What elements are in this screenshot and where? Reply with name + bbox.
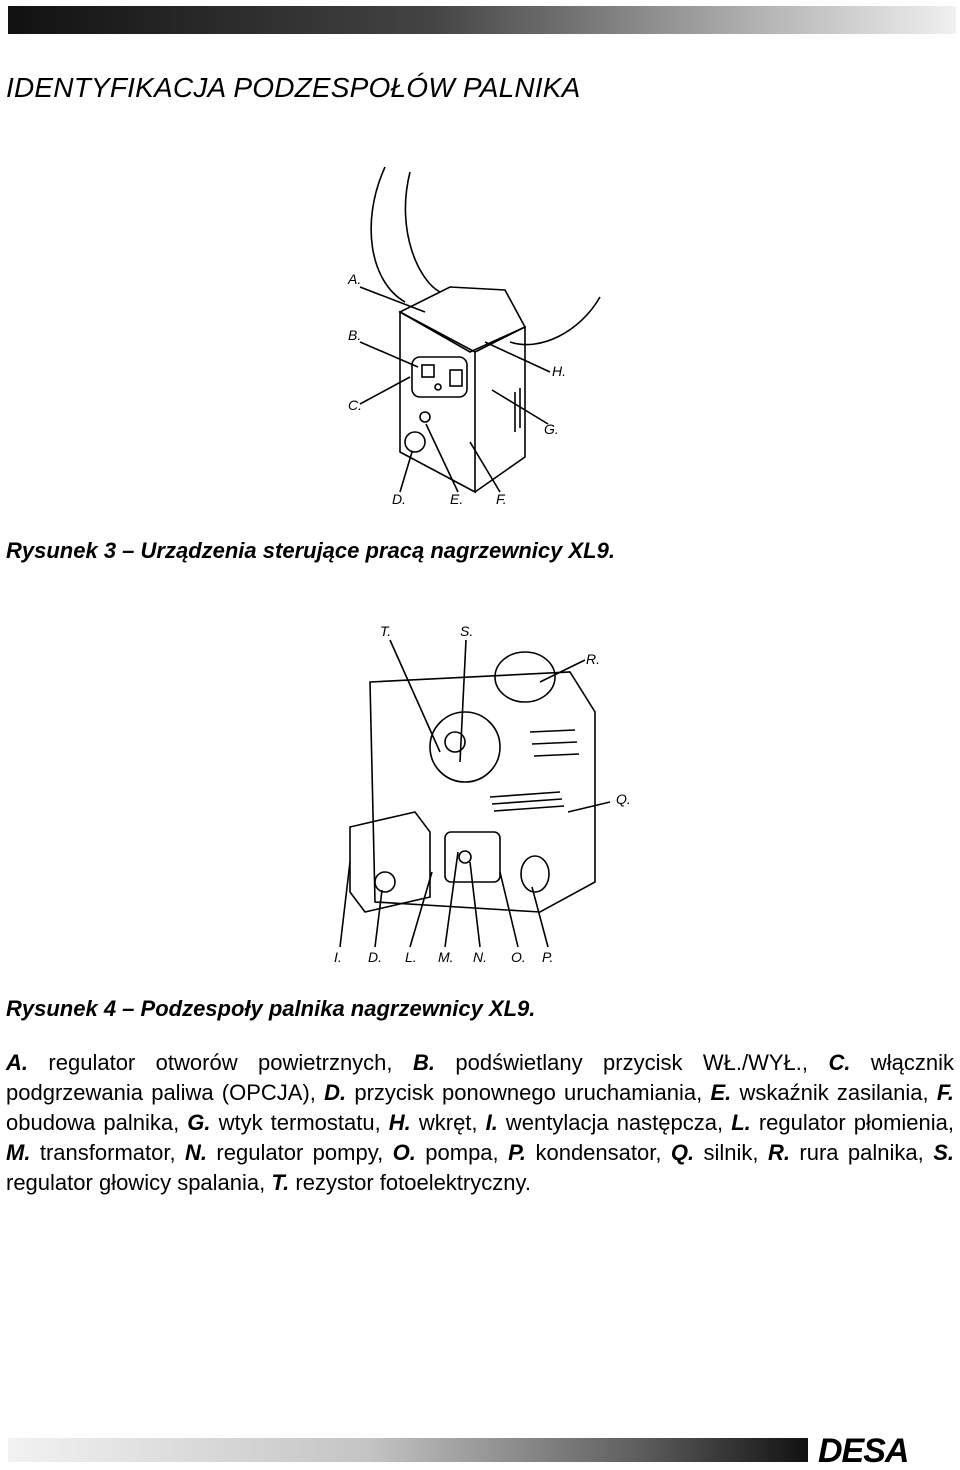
callout-o: O. xyxy=(511,949,526,965)
legend-text: transformator, xyxy=(30,1140,186,1165)
indicator-e xyxy=(434,383,442,391)
legend-text: wskaźnik zasilania, xyxy=(731,1080,937,1105)
callout-d: D. xyxy=(392,491,406,507)
callout-f: F. xyxy=(496,491,507,507)
callout-g: G. xyxy=(544,421,559,437)
figure-3-svg: A. B. C. D. E. F. G. H. xyxy=(347,166,601,507)
legend-key: F. xyxy=(936,1080,954,1105)
legend-text: przycisk ponownego uruchamiania, xyxy=(346,1080,711,1105)
figure-3-caption: Rysunek 3 – Urządzenia sterujące pracą n… xyxy=(6,538,615,563)
figure-3-drawing: A. B. C. D. E. F. G. H. xyxy=(300,162,670,517)
capacitor xyxy=(520,855,550,893)
callout-e: E. xyxy=(450,491,463,507)
callout-b: B. xyxy=(348,327,361,343)
legend-text: rura palnika, xyxy=(789,1140,934,1165)
callout-a: A. xyxy=(347,271,361,287)
figure-4-svg: T. S. R. Q. I. D. L. M. N. O. P. xyxy=(334,623,631,965)
cable-middle xyxy=(404,171,441,293)
legend-text: pompa, xyxy=(415,1140,509,1165)
callout-p: P. xyxy=(542,949,553,965)
legend-text: rezystor fotoelektryczny. xyxy=(289,1170,531,1195)
transformer-box xyxy=(349,811,431,913)
legend-text: wtyk termostatu, xyxy=(210,1110,389,1135)
legend-text: silnik, xyxy=(694,1140,768,1165)
control-panel xyxy=(411,356,468,398)
legend-key: B. xyxy=(412,1050,435,1075)
legend-text: wkręt, xyxy=(410,1110,486,1135)
legend-key: L. xyxy=(731,1110,751,1135)
callout-s: S. xyxy=(460,623,473,639)
callout-m: M. xyxy=(438,949,454,965)
burner-tube xyxy=(494,651,556,703)
desa-logo: DESA xyxy=(818,1432,909,1470)
housing-front xyxy=(399,310,476,494)
legend-text: podświetlany przycisk WŁ./WYŁ., xyxy=(434,1050,829,1075)
callout-i: I. xyxy=(334,949,342,965)
legend-text: włącznik podgrzewania paliwa (OPCJA), xyxy=(6,1050,954,1105)
legend-text: kondensator, xyxy=(526,1140,671,1165)
legend-key: A. xyxy=(6,1050,28,1075)
figure-4-drawing: T. S. R. Q. I. D. L. M. N. O. P. xyxy=(320,612,650,970)
legend-text: regulator otworów powietrznych, xyxy=(28,1050,413,1075)
housing-side xyxy=(474,325,526,493)
switch-g xyxy=(449,369,463,387)
legend-key: D. xyxy=(324,1080,347,1105)
callout-d4: D. xyxy=(368,949,382,965)
legend-text: regulator pompy, xyxy=(207,1140,393,1165)
cable-left xyxy=(370,166,406,303)
legend-text: regulator głowicy spalania, xyxy=(6,1170,272,1195)
bottom-decorative-bar xyxy=(8,1438,808,1462)
page-title: IDENTYFIKACJA PODZESPOŁÓW PALNIKA xyxy=(6,72,581,103)
cable-right xyxy=(509,296,601,346)
pump xyxy=(444,831,501,883)
legend-text: regulator płomienia, xyxy=(750,1110,954,1135)
legend-key: G. xyxy=(187,1110,211,1135)
callout-h: H. xyxy=(552,363,566,379)
callout-r: R. xyxy=(586,651,600,667)
legend-key: I. xyxy=(485,1110,498,1135)
callout-n: N. xyxy=(473,949,487,965)
reset-button-d xyxy=(404,431,426,453)
legend-key: S. xyxy=(933,1140,954,1165)
legend-key: N. xyxy=(185,1140,208,1165)
callout-t: T. xyxy=(380,623,391,639)
callout-c: C. xyxy=(348,397,362,413)
figure-4-caption: Rysunek 4 – Podzespoły palnika nagrzewni… xyxy=(6,996,536,1021)
legend-key: M. xyxy=(6,1140,31,1165)
callout-l: L. xyxy=(405,949,417,965)
callout-q: Q. xyxy=(616,791,631,807)
legend-key: E. xyxy=(710,1080,732,1105)
housing-top xyxy=(398,286,527,353)
legend-text: wentylacja następcza, xyxy=(497,1110,732,1135)
button-e xyxy=(419,411,431,423)
legend-key: P. xyxy=(508,1140,527,1165)
legend-key: Q. xyxy=(670,1140,695,1165)
legend-key: O. xyxy=(392,1140,416,1165)
top-decorative-bar xyxy=(8,6,956,34)
legend-key: T. xyxy=(271,1170,290,1195)
switch-b xyxy=(421,364,435,378)
legend-key: H. xyxy=(388,1110,411,1135)
legend-text: obudowa palnika, xyxy=(6,1110,188,1135)
motor xyxy=(429,711,501,783)
components-legend: A. regulator otworów powietrznych, B. po… xyxy=(6,1048,954,1198)
base-plate xyxy=(369,671,596,913)
legend-key: C. xyxy=(828,1050,851,1075)
legend-key: R. xyxy=(767,1140,790,1165)
